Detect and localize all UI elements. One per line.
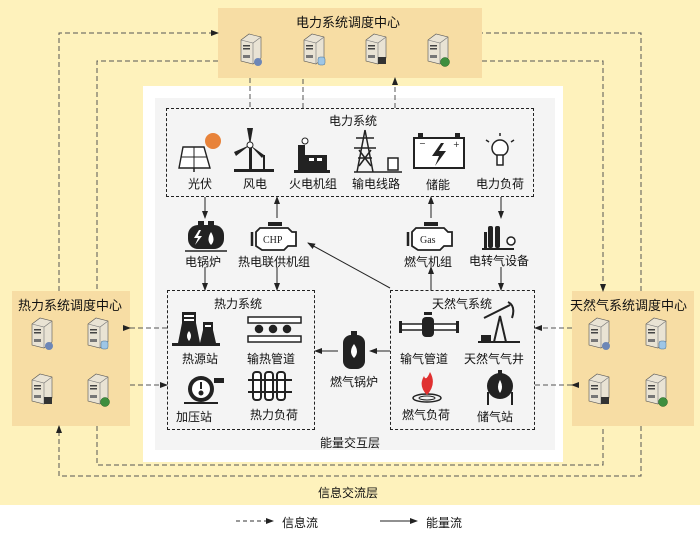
p2g-label: 电转气设备 [469,254,530,268]
oil-pump-jack-icon [478,301,520,343]
heat-pipeline-icon [247,316,302,343]
heat-load-label: 热力负荷 [250,408,299,422]
gas-engine-icon: Gas [406,222,453,251]
gas-storage-label: 储气站 [477,410,514,424]
pv-label: 光伏 [188,177,213,191]
heat-dispatch-center: 热力系统调度中心 [12,291,130,426]
gas-system-title: 天然气系统 [432,297,493,311]
pv-icon [178,133,221,172]
wind-label: 风电 [243,177,268,191]
p2g-device-icon [482,226,516,250]
chp-engine-icon: CHP [250,222,297,251]
wind-turbine-icon [234,128,274,172]
transmission-tower-icon [354,129,402,173]
info-flow-lines [56,30,642,477]
info-layer-label: 信息交流层 [318,486,379,500]
svg-text:−: − [419,139,426,148]
svg-text:+: + [453,140,460,149]
power-dispatch-title: 电力系统调度中心 [296,16,401,31]
gas-storage-tank-icon [487,370,513,405]
gas-text: Gas [420,235,436,246]
energy-flow-lines [202,196,504,354]
heat-center-servers [31,317,110,407]
chp-text: CHP [263,235,283,246]
gas-well-label: 天然气气井 [464,352,525,366]
gas-pipeline-valve-icon [399,312,459,337]
electric-boiler-label: 电锅炉 [185,255,222,269]
power-load-label: 电力负荷 [476,177,525,191]
transmission-line-label: 输电线路 [352,177,401,191]
energy-layer-label: 能量交互层 [320,436,381,450]
gas-flame-icon [412,372,442,403]
light-bulb-icon [485,133,515,166]
gas-turbine-label: 燃气机组 [404,255,453,269]
electric-boiler-icon [185,221,227,252]
gas-center-servers [588,317,668,407]
legend-energy-flow: 能量流 [426,516,463,530]
radiator-icon [248,371,292,401]
user-icon [254,58,262,66]
power-system-box [166,108,534,197]
terminal-icon [378,57,386,64]
thermal-unit-label: 火电机组 [289,177,338,191]
storage-label: 储能 [426,178,451,192]
heat-system-title: 热力系统 [214,297,263,311]
battery-icon: − + [413,133,465,169]
gas-pipe-label: 输气管道 [400,352,449,366]
heat-pipe-label: 输热管道 [247,352,296,366]
legend-info-flow: 信息流 [282,516,319,530]
pressure-gauge-icon [184,376,224,404]
gas-load-label: 燃气负荷 [402,408,451,422]
heat-source-station-icon [172,312,220,346]
database-icon [317,56,326,66]
pressure-station-label: 加压站 [176,410,213,424]
gas-boiler-icon [343,331,365,369]
heat-source-label: 热源站 [182,352,219,366]
power-center-servers [240,33,450,67]
heat-system-box [167,290,315,430]
gas-dispatch-title: 天然气系统调度中心 [570,299,688,314]
power-system-title: 电力系统 [329,114,378,128]
gas-boiler-label: 燃气锅炉 [330,375,379,389]
chp-label: 热电联供机组 [238,255,311,269]
gas-system-box [390,290,535,430]
heat-dispatch-title: 热力系统调度中心 [18,299,123,314]
gas-dispatch-center: 天然气系统调度中心 [570,291,694,426]
thermal-plant-icon [294,137,330,173]
globe-icon [440,57,450,67]
